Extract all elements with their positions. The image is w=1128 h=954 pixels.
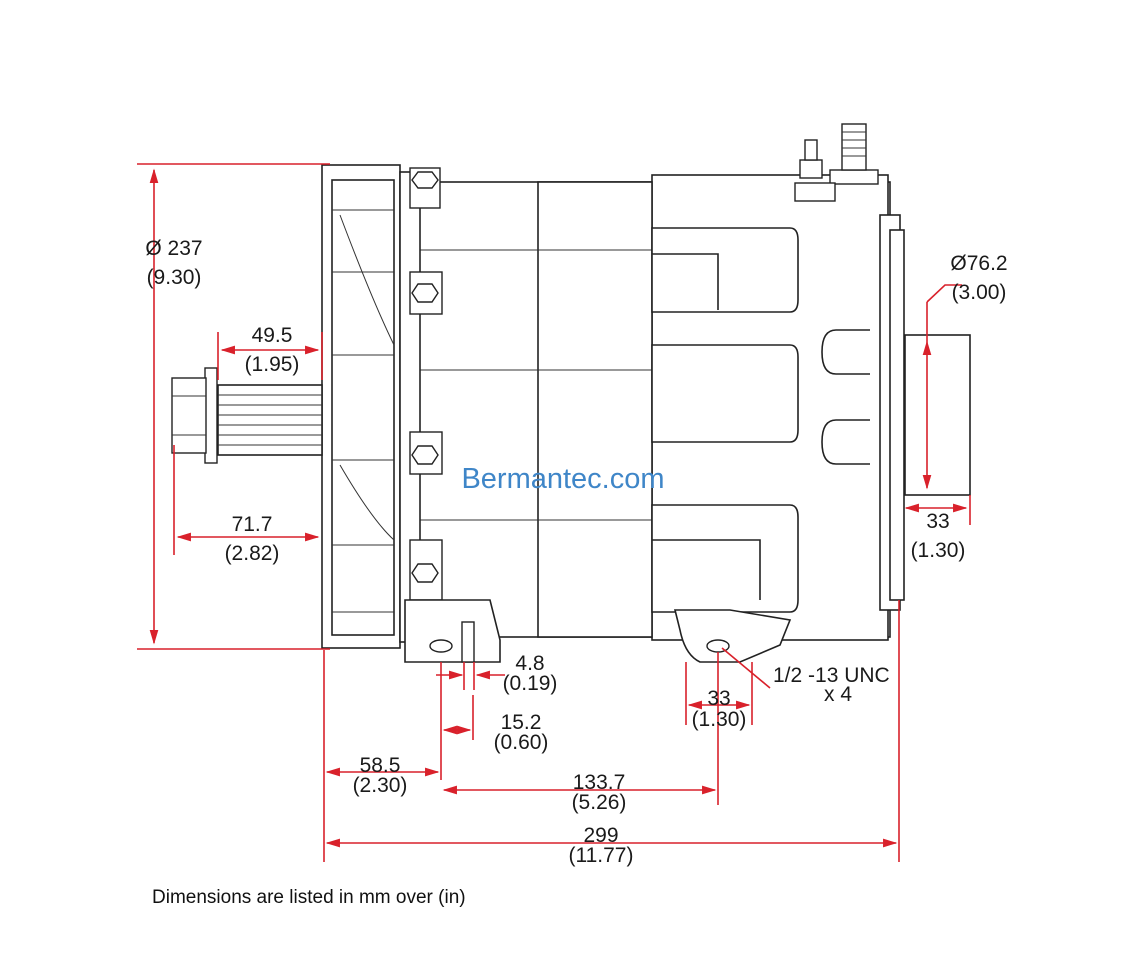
dim-shaft-length-mm: 49.5 xyxy=(252,324,293,347)
dim-flange-to-mount-in: (2.30) xyxy=(353,774,408,797)
dim-overall-length-mm: 299 xyxy=(583,824,618,847)
dim-shaft-length-in: (1.95) xyxy=(245,353,300,376)
dim-rear-mount-in: (1.30) xyxy=(692,708,747,731)
dim-shaft-to-flange-in: (2.82) xyxy=(225,542,280,565)
dimension-labels: Ø 237 (9.30) Ø76.2 (3.00) 49.5 (1.95) 71… xyxy=(145,237,1007,867)
dim-rear-mount-mm: 33 xyxy=(707,687,730,710)
thread-callout-line2: x 4 xyxy=(824,683,852,706)
alternator-outline xyxy=(171,123,971,663)
dim-mount-to-mount-in: (5.26) xyxy=(572,791,627,814)
dim-foot-thickness-in: (0.19) xyxy=(503,672,558,695)
dim-foot-width-mm: 15.2 xyxy=(501,711,542,734)
dim-pulley-diameter-mm: Ø76.2 xyxy=(950,252,1007,275)
dim-overall-length-in: (11.77) xyxy=(569,844,634,867)
footnote: Dimensions are listed in mm over (in) xyxy=(152,887,466,908)
dim-pulley-diameter-in: (3.00) xyxy=(952,281,1007,304)
dim-flange-to-mount-mm: 58.5 xyxy=(360,754,401,777)
dim-overall-diameter-in: (9.30) xyxy=(147,266,202,289)
dim-shaft-to-flange-mm: 71.7 xyxy=(232,513,273,536)
watermark: Bermantec.com xyxy=(461,463,664,495)
dimension-lines xyxy=(137,163,971,862)
dim-mount-to-mount-mm: 133.7 xyxy=(573,771,626,794)
dim-rear-boss-mm: 33 xyxy=(926,510,949,533)
dim-overall-diameter-mm: Ø 237 xyxy=(145,237,202,260)
dim-rear-boss-in: (1.30) xyxy=(911,539,966,562)
thread-callout-line1: 1/2 -13 UNC xyxy=(773,664,890,687)
dim-foot-thickness-mm: 4.8 xyxy=(515,652,544,675)
dim-foot-width-in: (0.60) xyxy=(494,731,549,754)
